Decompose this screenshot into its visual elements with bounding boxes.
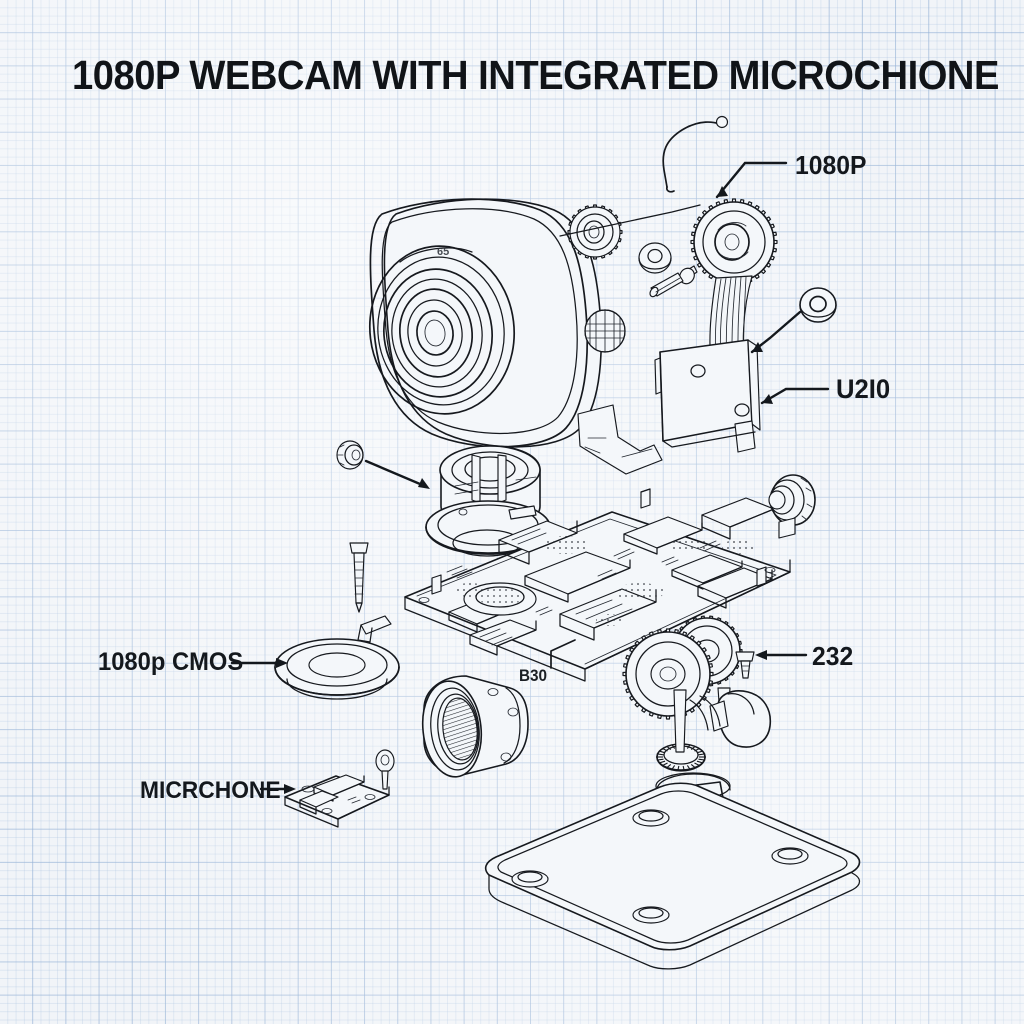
spacer-ring — [274, 638, 400, 700]
mounting-holes — [511, 809, 809, 924]
tilt-joint — [689, 690, 772, 748]
front-housing — [368, 198, 602, 448]
pcb-mark-annotation: B30 — [519, 666, 548, 685]
tilt-motor — [768, 474, 816, 539]
alignment-pin — [375, 749, 395, 790]
callout-label-sensor: 1080p CMOS — [98, 648, 244, 676]
gear-cluster — [622, 615, 743, 772]
barrel-module — [425, 445, 551, 557]
callout-label-resolution: 1080P — [795, 150, 867, 180]
pcb-flex-tail — [577, 404, 663, 475]
leader-lines — [230, 161, 830, 794]
pcb-components — [357, 488, 775, 656]
callout-label-fastener-set: 232 — [812, 641, 854, 671]
page-title: 1080P WEBCAM WITH INTEGRATED MICROCHIONE — [72, 52, 999, 98]
drive-gear — [690, 198, 778, 286]
callout-label-microphone: MICRCHONE — [140, 777, 281, 804]
washer-large — [799, 287, 837, 323]
main-pcb — [357, 488, 791, 682]
lens-stack — [368, 245, 516, 415]
sensor-barrel — [421, 675, 529, 778]
shoulder-screw — [649, 265, 698, 298]
dome-knob — [584, 309, 626, 353]
fastener-left — [336, 440, 364, 470]
mounting-bracket — [654, 339, 761, 453]
lens-mark-annotation: 65 — [437, 246, 450, 258]
screw-short — [735, 651, 755, 679]
hook-wire — [662, 115, 729, 193]
callout-label-bracket-part: U2I0 — [836, 374, 891, 404]
microphone-board — [284, 774, 390, 828]
base-plate — [484, 782, 861, 970]
washer-small — [638, 242, 672, 274]
screw-long — [349, 542, 369, 613]
